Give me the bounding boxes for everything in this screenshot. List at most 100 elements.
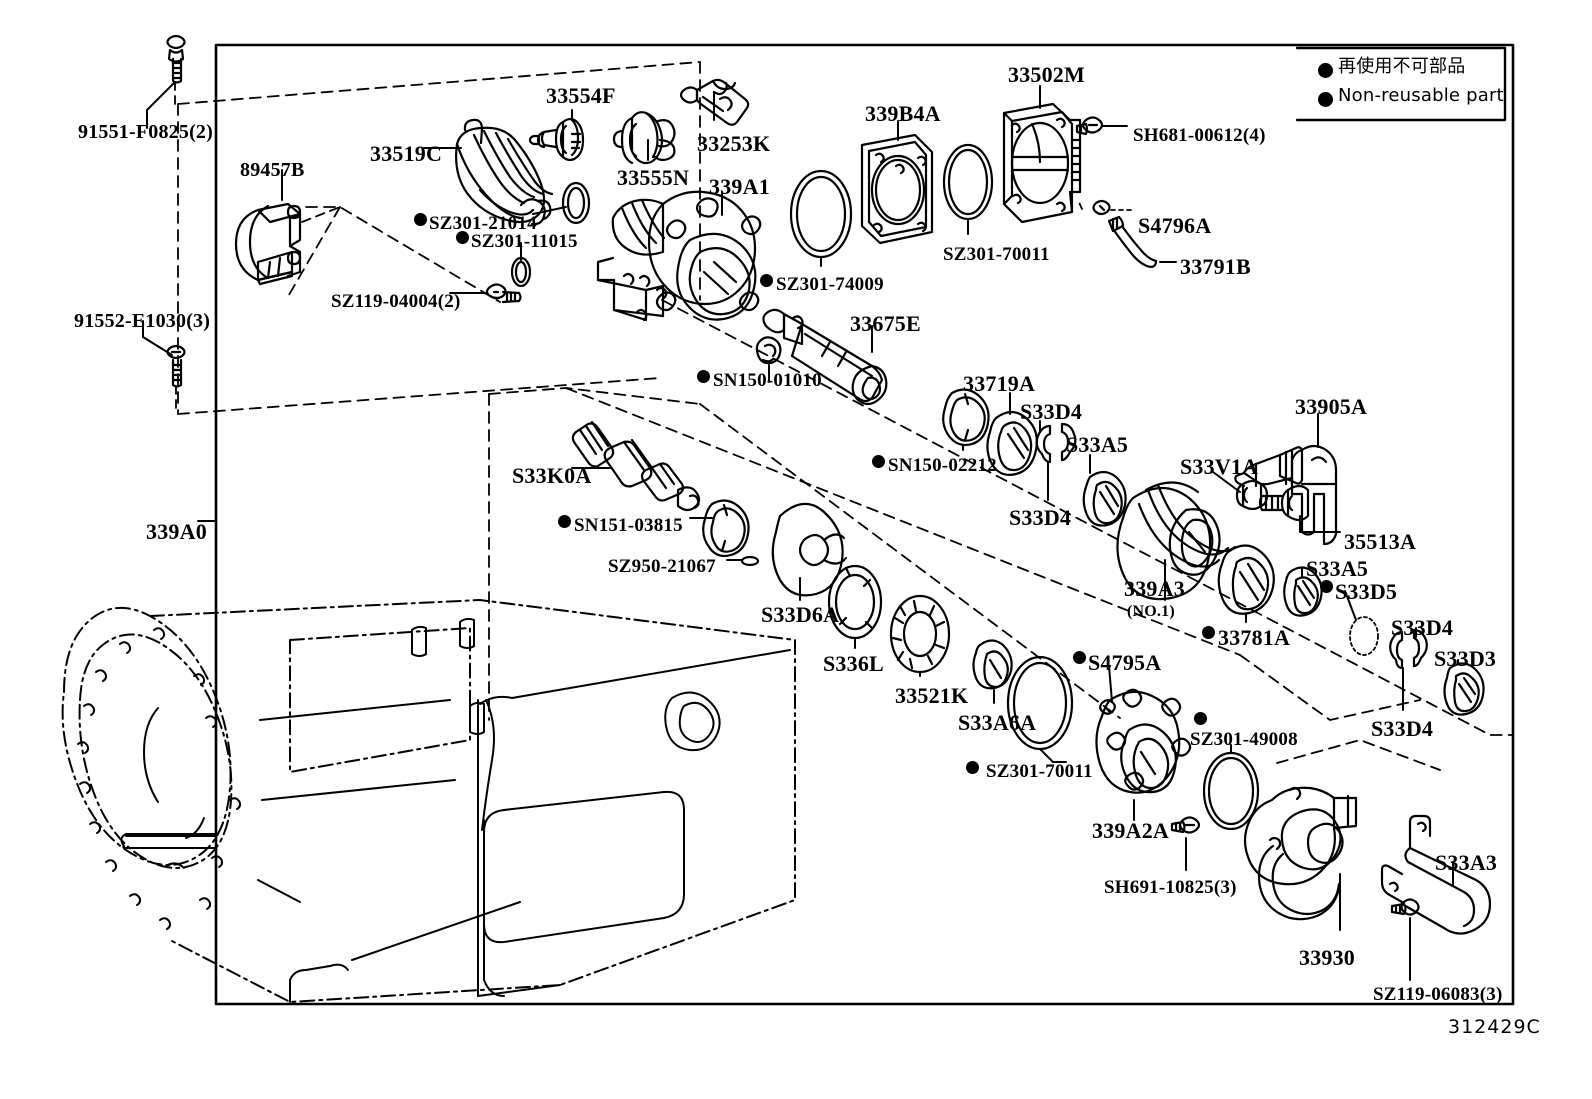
legend-japanese-text: 再使用不可部品 <box>1338 56 1466 77</box>
part-number-label: SZ301-70011 <box>943 244 1050 265</box>
part-number-label: 33555N <box>617 165 690 190</box>
dashed-group-right <box>661 299 1513 736</box>
part-S33D3 <box>1443 662 1485 716</box>
part-S33K0A <box>571 420 701 512</box>
part-number-label: SH691-10825(3) <box>1104 877 1237 898</box>
part-number-label: (NO.1) <box>1127 603 1175 620</box>
part-number-label: 33519C <box>370 141 443 166</box>
leader-89457B-dash <box>301 206 341 223</box>
part-number-label: S33D4 <box>1371 716 1434 741</box>
part-number-label: S33A3 <box>1435 850 1498 875</box>
part-number-label: 89457B <box>240 159 305 181</box>
part-91551-F0825 <box>166 34 186 84</box>
part-number-label: S33K0A <box>512 463 592 488</box>
part-number-label: SN150-01010 <box>713 370 822 391</box>
part-number-label: S33V1A <box>1180 454 1259 479</box>
part-number-label: 33253K <box>697 131 771 156</box>
part-number-label: SZ301-74009 <box>776 274 884 295</box>
non-reusable-marker <box>558 515 571 528</box>
part-33930 <box>1243 786 1358 921</box>
leader-S4796A-dash <box>1077 199 1083 210</box>
dashed-group-top <box>177 61 701 415</box>
part-33791B <box>1107 215 1158 268</box>
legend-english-text: Non-reusable part <box>1338 85 1504 106</box>
part-SH691-10825 <box>1170 816 1201 834</box>
legend-marker-japanese <box>1318 63 1333 78</box>
part-number-label: 33719A <box>963 371 1036 396</box>
part-number-label: 339B4A <box>865 101 941 126</box>
part-number-label: S33D4 <box>1391 615 1454 640</box>
part-number-label: SN150-02212 <box>888 455 997 476</box>
part-number-label: S33D4 <box>1020 399 1083 424</box>
part-number-label: S4796A <box>1138 213 1212 238</box>
part-number-label: S33D3 <box>1434 646 1497 671</box>
part-number-label: 91551-F0825(2) <box>78 121 213 143</box>
part-number-label: S4795A <box>1088 650 1162 675</box>
leader-S4795A <box>1108 665 1113 703</box>
leader-91552 <box>142 320 173 356</box>
part-number-label: 339A3 <box>1124 576 1185 601</box>
part-number-label: 35513A <box>1344 529 1417 554</box>
part-number-label: 339A1 <box>709 174 770 199</box>
part-S33D4-upper <box>1035 422 1077 464</box>
part-33675E <box>762 308 888 406</box>
part-number-label: SZ301-21014 <box>429 213 537 234</box>
dashed-group-bottom <box>1276 739 1441 771</box>
part-SZ301-70011-lower <box>1006 655 1074 751</box>
part-33502M <box>1002 102 1082 224</box>
part-number-label: 33502M <box>1008 62 1085 87</box>
leader-35513A <box>1299 515 1341 533</box>
part-transmission-case <box>61 599 796 1005</box>
leader-S33V1A <box>1212 471 1241 493</box>
part-number-label: 33791B <box>1180 254 1251 279</box>
part-SZ301-70011-upper <box>942 143 994 221</box>
non-reusable-marker <box>414 213 427 226</box>
part-S33D4-lower <box>1389 628 1428 670</box>
non-reusable-marker <box>1073 651 1086 664</box>
part-SN150-01010 <box>755 336 782 365</box>
part-33905A <box>1234 444 1338 546</box>
part-89457B <box>234 202 302 286</box>
part-91552-E1030 <box>166 344 186 388</box>
part-SZ301-21014 <box>561 181 591 225</box>
part-339A3 <box>1116 481 1237 601</box>
part-number-label: 33521K <box>895 683 969 708</box>
part-number-label: S33D6A <box>761 602 840 627</box>
part-number-label: 339A0 <box>146 519 207 544</box>
part-35513A <box>1258 484 1310 522</box>
part-number-label: SH681-00612(4) <box>1133 125 1266 146</box>
part-S33A5-upper <box>1082 470 1127 527</box>
part-number-label: S33D5 <box>1335 579 1398 604</box>
part-S33D6A <box>771 502 848 597</box>
part-33554F <box>528 117 585 162</box>
non-reusable-marker <box>1202 626 1215 639</box>
part-number-label: S33D4 <box>1009 505 1072 530</box>
part-SN151-03815 <box>702 499 750 558</box>
part-number-label: 33554F <box>546 83 616 108</box>
part-number-label: S33A5 <box>1066 432 1129 457</box>
part-S4796A <box>1092 199 1111 216</box>
part-number-label: S33A5 <box>1306 556 1369 581</box>
part-339B4A <box>860 133 934 245</box>
part-SH681-00612 <box>1075 116 1104 136</box>
part-33555N <box>612 111 676 165</box>
leader-S33D5 <box>1344 590 1357 621</box>
non-reusable-marker <box>1320 580 1333 593</box>
part-33521K <box>889 594 951 674</box>
leader-SZ301-70011-lower <box>1039 748 1067 763</box>
non-reusable-marker <box>966 761 979 774</box>
part-number-label: 91552-E1030(3) <box>74 310 211 332</box>
part-SZ301-11015 <box>510 256 532 288</box>
part-number-label: 339A2A <box>1092 818 1169 843</box>
part-number-label: SZ950-21067 <box>608 556 716 577</box>
part-number-label: 33930 <box>1299 945 1355 970</box>
dashed-group-clamp <box>285 206 501 303</box>
part-33719A <box>986 410 1038 476</box>
part-number-label: SZ119-04004(2) <box>331 291 461 312</box>
part-number-label: SZ301-49008 <box>1190 729 1298 750</box>
non-reusable-marker <box>872 455 885 468</box>
part-number-label: S33A6A <box>958 710 1037 735</box>
part-339A2A <box>1095 688 1192 794</box>
part-number-label: 33905A <box>1295 394 1368 419</box>
